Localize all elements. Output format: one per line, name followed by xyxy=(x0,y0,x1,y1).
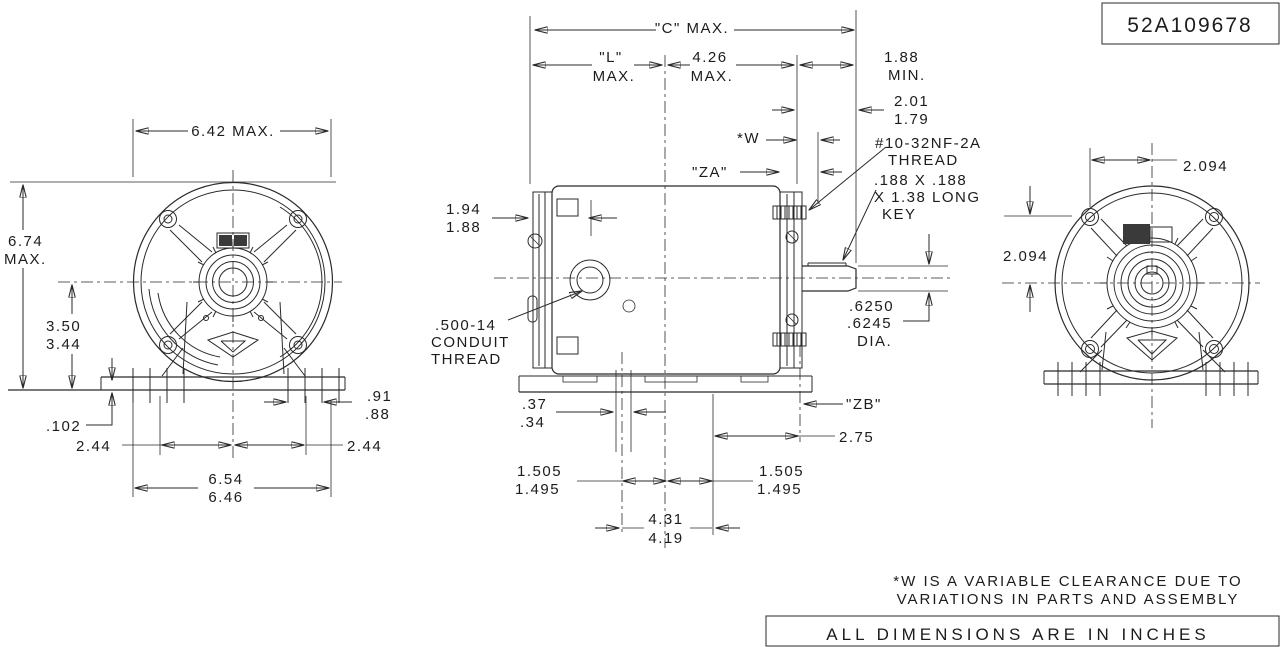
conduit-callout-2: CONDUIT xyxy=(431,334,510,351)
dim-188min-2: MIN. xyxy=(888,67,926,84)
dim-654: 6.54 xyxy=(208,471,243,488)
dim-419: 4.19 xyxy=(648,530,683,547)
dim-201: 2.01 xyxy=(894,93,929,110)
dim-194: 1.94 xyxy=(446,201,481,218)
title-block xyxy=(1101,2,1280,45)
dim-91: .91 xyxy=(367,388,392,405)
dim-1505R-1: 1.505 xyxy=(759,463,804,480)
dim-350: 3.50 xyxy=(46,318,81,335)
dim-c-max: "C" MAX. xyxy=(655,20,729,37)
dim-88: .88 xyxy=(365,406,390,423)
dim-275: 2.75 xyxy=(839,429,874,446)
conduit-callout-3: THREAD xyxy=(431,351,502,368)
dim-674-1: 6.74 xyxy=(8,233,43,250)
dim-w: *W xyxy=(737,130,760,147)
clearance-note-line1: *W IS A VARIABLE CLEARANCE DUE TO xyxy=(893,573,1242,590)
dim-244R: 2.44 xyxy=(347,438,382,455)
dim-426-2: MAX. xyxy=(691,68,734,85)
dim-674-2: MAX. xyxy=(4,251,47,268)
dim-646: 6.46 xyxy=(208,489,243,506)
dim-l-max-1: "L" xyxy=(599,49,623,66)
dim-642: 6.42 MAX. xyxy=(191,123,275,140)
front-view-dimensions xyxy=(10,119,352,497)
key-callout-3: KEY xyxy=(882,206,917,223)
dim-2094-top: 2.094 xyxy=(1183,158,1228,175)
dim-zb: "ZB" xyxy=(846,396,882,413)
shaft-dia-3: DIA. xyxy=(857,333,892,350)
dim-34: .34 xyxy=(520,414,545,431)
clearance-note-line2: VARIATIONS IN PARTS AND ASSEMBLY xyxy=(897,591,1240,608)
drawing-text: 52A109678 "C" MAX. "L" MAX. 4.26 MAX. 1.… xyxy=(4,14,1252,644)
dim-1505L-2: 1.495 xyxy=(515,481,560,498)
dim-188min-1: 1.88 xyxy=(884,49,919,66)
dim-l-max-2: MAX. xyxy=(593,68,636,85)
dim-426-1: 4.26 xyxy=(692,49,727,66)
rear-foot-slot-hatches xyxy=(1057,362,1249,396)
thread-callout-1: #10-32NF-2A xyxy=(875,135,982,152)
key-callout-1: .188 X .188 xyxy=(874,172,967,189)
dim-431: 4.31 xyxy=(648,511,683,528)
shaft-dia-2: .6245 xyxy=(847,315,892,332)
thread-callout-2: THREAD xyxy=(888,152,959,169)
front-view-linework xyxy=(8,170,346,462)
side-view-dimensions xyxy=(492,10,950,548)
dim-344: 3.44 xyxy=(46,336,81,353)
units-note: ALL DIMENSIONS ARE IN INCHES xyxy=(826,625,1209,644)
dim-244L: 2.44 xyxy=(76,438,111,455)
dim-179: 1.79 xyxy=(894,111,929,128)
key-callout-2: X 1.38 LONG xyxy=(874,189,981,206)
rear-view-dimensions xyxy=(1004,148,1177,312)
dim-2094-side: 2.094 xyxy=(1003,248,1048,265)
part-number: 52A109678 xyxy=(1127,14,1252,37)
bottom-stud-thread-hatch xyxy=(776,333,802,346)
front-foot-slot-hatches xyxy=(132,368,340,403)
shaft-dia-1: .6250 xyxy=(849,298,894,315)
dim-1505R-2: 1.495 xyxy=(757,481,802,498)
side-view-linework xyxy=(518,185,857,393)
dim-102: .102 xyxy=(46,418,81,435)
conduit-callout-1: .500-14 xyxy=(435,317,496,334)
rear-view-linework xyxy=(1002,143,1260,428)
dim-37: .37 xyxy=(522,396,547,413)
units-note-box xyxy=(765,615,1280,647)
dim-1505L-1: 1.505 xyxy=(517,463,562,480)
dim-188b: 1.88 xyxy=(446,219,481,236)
top-stud-thread-hatch xyxy=(776,206,802,219)
dim-za: "ZA" xyxy=(692,164,728,181)
